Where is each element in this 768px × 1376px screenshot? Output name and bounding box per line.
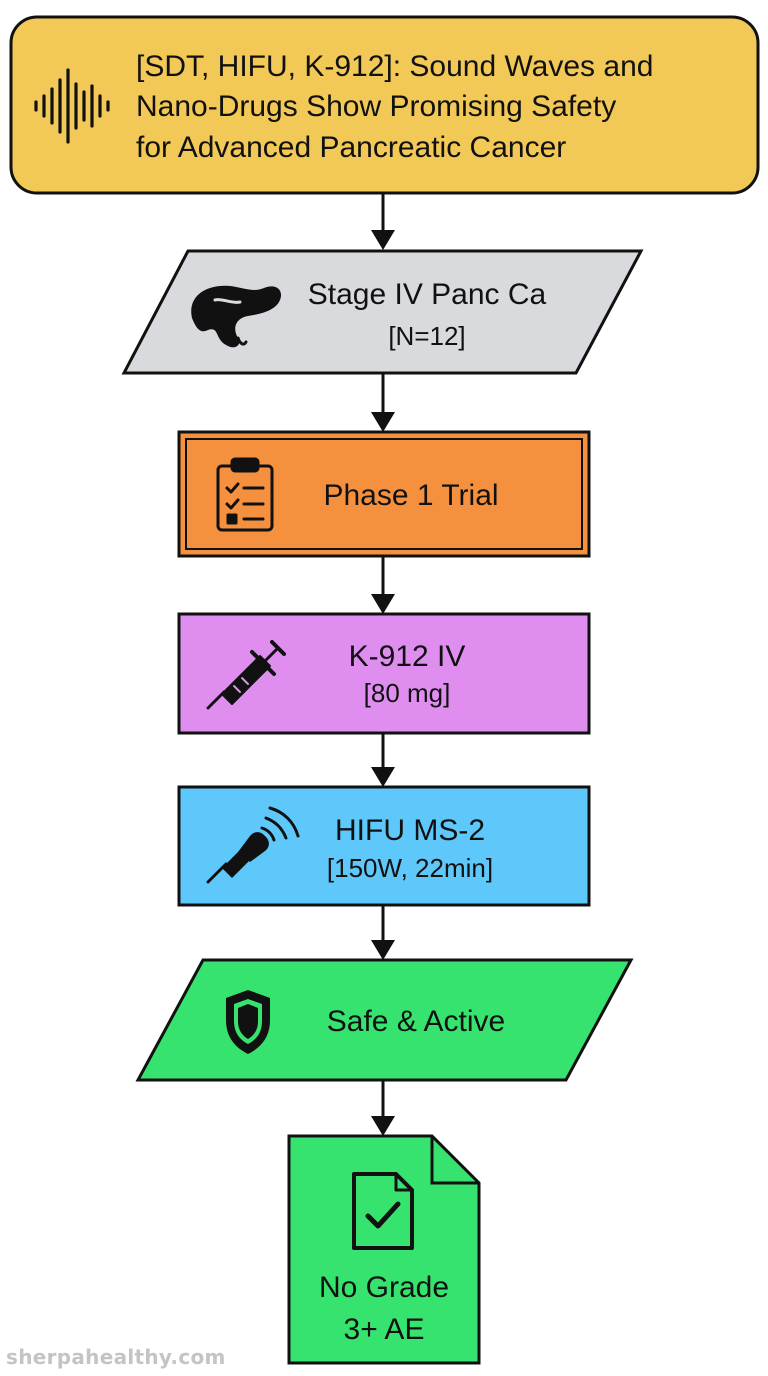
connector-trial-to-drug: [371, 556, 395, 614]
drug-node: K-912 IV [80 mg]: [177, 612, 591, 735]
pancreas-icon: [191, 285, 282, 348]
drug-label: K-912 IV: [349, 640, 466, 673]
ultrasound-probe-icon: [206, 806, 300, 884]
population-node: Stage IV Panc Ca [N=12]: [121, 249, 644, 375]
device-label: HIFU MS-2: [335, 814, 485, 847]
sound-wave-icon: [34, 68, 110, 144]
syringe-icon: [206, 640, 286, 710]
population-sublabel: [N=12]: [388, 321, 465, 351]
connector-population-to-trial: [371, 373, 395, 432]
title-box-shape: [9, 15, 760, 195]
title-box: [SDT, HIFU, K-912]: Sound Waves and Nano…: [9, 15, 760, 195]
title-line-3: for Advanced Pancreatic Cancer: [136, 131, 566, 164]
watermark: sherpahealthy.com: [6, 1345, 226, 1369]
shield-icon: [226, 990, 270, 1054]
result-line-1: No Grade: [319, 1271, 449, 1304]
result-node: No Grade 3+ AE: [287, 1134, 481, 1365]
outcome-node: Safe & Active: [135, 958, 634, 1082]
trial-label: Phase 1 Trial: [323, 479, 498, 512]
connector-outcome-to-result: [371, 1080, 395, 1136]
population-label: Stage IV Panc Ca: [308, 278, 547, 311]
drug-shape: [177, 612, 591, 735]
clipboard-checklist-icon: [216, 457, 274, 532]
title-line-1: [SDT, HIFU, K-912]: Sound Waves and: [136, 50, 653, 83]
outcome-label: Safe & Active: [327, 1005, 505, 1038]
trial-node: Phase 1 Trial: [177, 430, 591, 558]
trial-inner-border: [185, 438, 583, 550]
population-shape: [121, 249, 644, 375]
device-node: HIFU MS-2 [150W, 22min]: [177, 785, 591, 907]
title-line-2: Nano-Drugs Show Promising Safety: [136, 90, 616, 123]
outcome-shape: [135, 958, 634, 1082]
connectors: [371, 193, 395, 1136]
trial-shape: [177, 430, 591, 558]
connector-device-to-outcome: [371, 905, 395, 960]
device-sublabel: [150W, 22min]: [327, 853, 493, 883]
result-line-2: 3+ AE: [344, 1313, 425, 1346]
connector-title-to-population: [371, 193, 395, 250]
drug-sublabel: [80 mg]: [364, 678, 451, 708]
connector-drug-to-device: [371, 733, 395, 787]
document-check-icon: [352, 1172, 414, 1250]
result-folded-corner: [430, 1136, 479, 1185]
